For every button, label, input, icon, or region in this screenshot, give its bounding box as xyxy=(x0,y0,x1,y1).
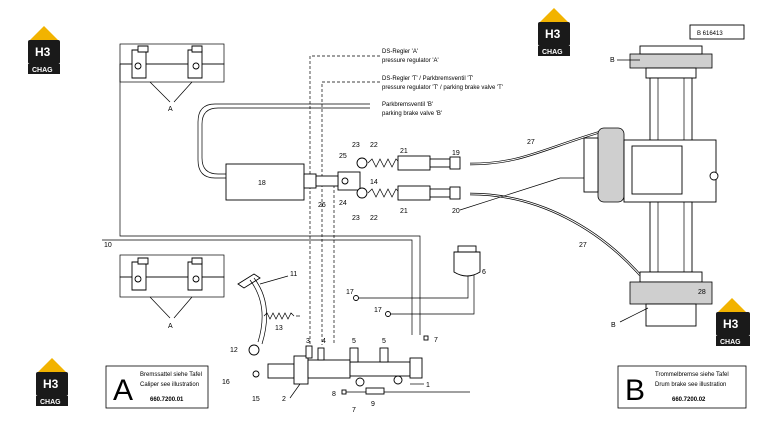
parking-cylinder-21-bottom: 21 20 xyxy=(356,185,461,215)
svg-text:Drum brake see illustration: Drum brake see illustration xyxy=(655,382,726,388)
callout-pressure-regulator-a: pressure regulator 'A' xyxy=(382,58,439,64)
svg-text:14: 14 xyxy=(370,179,378,186)
svg-text:Caliper see illustration: Caliper see illustration xyxy=(140,382,199,388)
svg-text:2: 2 xyxy=(282,396,286,403)
svg-text:B: B xyxy=(625,374,645,407)
svg-text:Trommelbremse siehe Tafel: Trommelbremse siehe Tafel xyxy=(655,372,729,378)
svg-text:A: A xyxy=(168,106,173,113)
svg-text:27: 27 xyxy=(579,242,587,249)
svg-text:21: 21 xyxy=(400,208,408,215)
svg-text:CHAG: CHAG xyxy=(542,49,563,56)
valve-block: 25 24 26 23 23 22 22 14 xyxy=(315,142,378,222)
callout-parking-brake-valve-b: parking brake valve 'B' xyxy=(382,111,442,117)
svg-text:660.7200.01: 660.7200.01 xyxy=(150,397,184,403)
svg-text:25: 25 xyxy=(339,153,347,160)
caliper-group-top: A xyxy=(119,43,225,113)
svg-text:27: 27 xyxy=(527,139,535,146)
callout-ds-regler-a: DS-Regler 'A' xyxy=(382,49,418,55)
brake-pedal: 11 13 12 16 15 xyxy=(222,271,300,403)
svg-text:26: 26 xyxy=(318,202,326,209)
svg-text:B: B xyxy=(611,322,616,329)
svg-text:22: 22 xyxy=(370,215,378,222)
caliper-group-bottom: A xyxy=(119,254,225,330)
svg-text:H3: H3 xyxy=(35,45,51,59)
svg-text:23: 23 xyxy=(352,142,360,149)
callout-parkbremsventil-b: Parkbremsventil 'B' xyxy=(382,102,433,108)
reference-box-a: A Bremssattel siehe Tafel Caliper see il… xyxy=(105,365,209,409)
callout-pressure-regulator-t: pressure regulator 'T' / parking brake v… xyxy=(382,85,503,91)
callout-ds-regler-t: DS-Regler 'T' / Parkbremsventil 'T' xyxy=(382,76,473,82)
svg-text:8: 8 xyxy=(332,391,336,398)
svg-text:20: 20 xyxy=(452,208,460,215)
parking-cylinder-21-top: 21 19 xyxy=(356,148,461,171)
doc-id: B 616413 xyxy=(697,31,723,37)
svg-text:13: 13 xyxy=(275,325,283,332)
svg-text:A: A xyxy=(168,323,173,330)
hose-loop xyxy=(197,103,370,179)
logo-mid-right: H3 CHAG xyxy=(716,298,750,346)
svg-text:CHAG: CHAG xyxy=(40,399,61,406)
pilot-line-a xyxy=(309,55,380,345)
svg-text:3: 3 xyxy=(306,338,310,345)
svg-text:660.7200.02: 660.7200.02 xyxy=(672,397,706,403)
svg-text:B: B xyxy=(610,57,615,64)
svg-text:6: 6 xyxy=(482,269,486,276)
svg-text:Bremssattel siehe Tafel: Bremssattel siehe Tafel xyxy=(140,372,202,378)
svg-text:H3: H3 xyxy=(545,27,561,41)
svg-text:H3: H3 xyxy=(723,317,739,331)
svg-text:18: 18 xyxy=(258,180,266,187)
reference-box-b: B Trommelbremse siehe Tafel Drum brake s… xyxy=(617,365,747,409)
svg-text:4: 4 xyxy=(322,338,326,345)
svg-text:CHAG: CHAG xyxy=(32,67,53,74)
pilot-line-t xyxy=(321,81,380,345)
svg-text:CHAG: CHAG xyxy=(720,339,741,346)
fluid-reservoir-6: 6 xyxy=(453,245,486,277)
doc-id-frame xyxy=(689,24,745,40)
svg-text:24: 24 xyxy=(339,200,347,207)
svg-text:11: 11 xyxy=(290,271,297,278)
svg-text:15: 15 xyxy=(252,396,260,403)
svg-text:1: 1 xyxy=(426,382,430,389)
brake-line-10 xyxy=(119,232,421,335)
svg-text:5: 5 xyxy=(382,338,386,345)
svg-text:9: 9 xyxy=(371,401,375,408)
svg-text:16: 16 xyxy=(222,379,230,386)
svg-text:17: 17 xyxy=(374,307,382,314)
master-cylinder: 3 4 5 5 2 1 7 8 7 9 xyxy=(267,335,470,414)
svg-text:7: 7 xyxy=(434,337,438,344)
svg-text:22: 22 xyxy=(370,142,378,149)
svg-text:23: 23 xyxy=(352,215,360,222)
svg-text:A: A xyxy=(113,374,133,407)
logo-top-left: H3 CHAG xyxy=(28,26,60,74)
svg-text:28: 28 xyxy=(698,289,706,296)
logo-bottom-left: H3 CHAG xyxy=(36,358,68,406)
logo-top-center: H3 CHAG xyxy=(538,8,570,56)
drive-axle: B 28 B xyxy=(583,45,719,329)
svg-text:H3: H3 xyxy=(43,377,59,391)
svg-text:5: 5 xyxy=(352,338,356,345)
svg-text:10: 10 xyxy=(104,242,112,249)
svg-text:17: 17 xyxy=(346,289,354,296)
svg-text:7: 7 xyxy=(352,407,356,414)
svg-text:19: 19 xyxy=(452,150,460,157)
svg-text:12: 12 xyxy=(230,347,238,354)
svg-text:21: 21 xyxy=(400,148,408,155)
